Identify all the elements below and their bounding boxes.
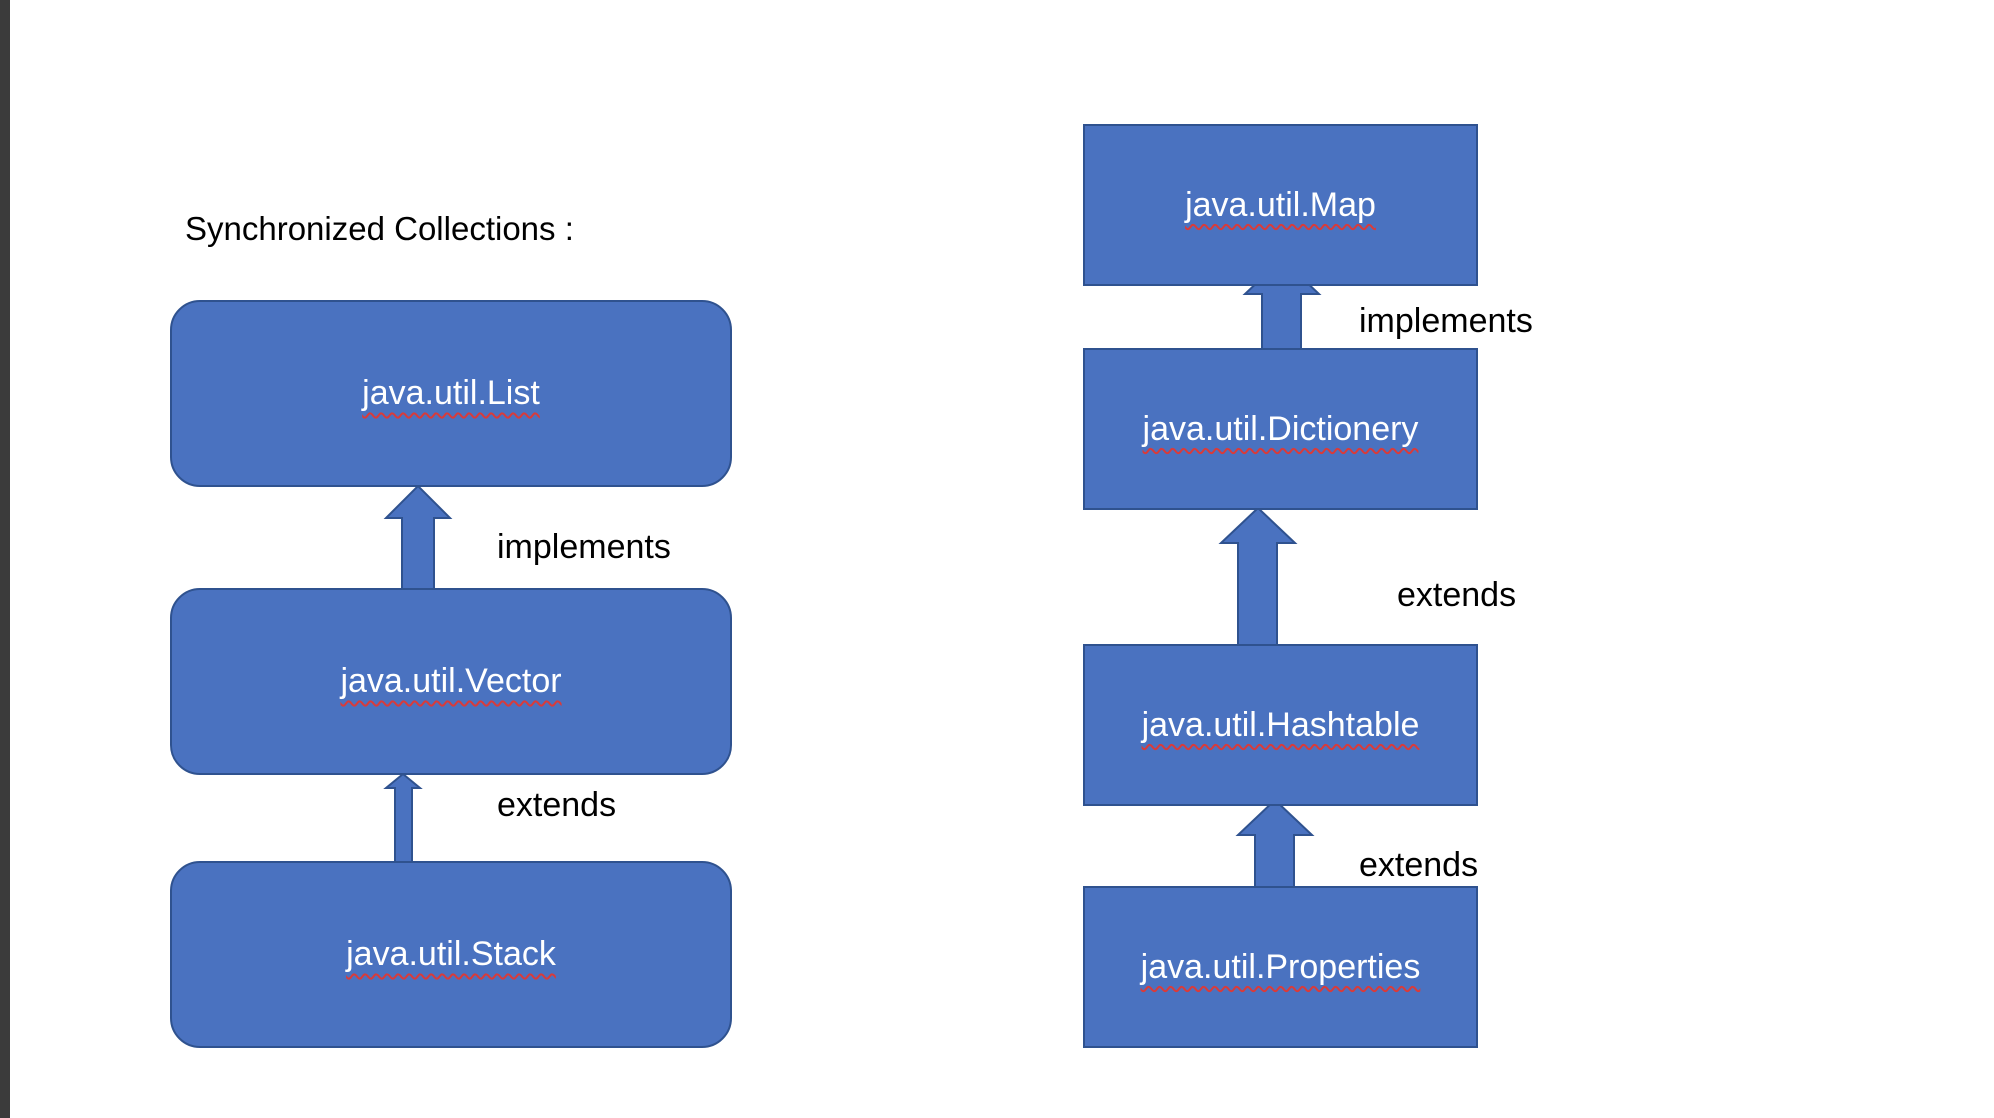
node-label: java.util.Dictionery	[1142, 409, 1419, 448]
arrow-stack-to-vector	[383, 772, 423, 863]
node-java-util-list: java.util.List	[170, 300, 732, 487]
node-java-util-map: java.util.Map	[1083, 124, 1478, 286]
node-java-util-hashtable: java.util.Hashtable	[1083, 644, 1478, 806]
relation-label-extends: extends	[1359, 846, 1479, 884]
node-label: java.util.Vector	[340, 662, 562, 700]
relation-label-extends: extends	[497, 786, 617, 824]
window-edge-bar	[0, 0, 10, 1118]
node-label: java.util.List	[362, 374, 540, 412]
relation-label-extends: extends	[1397, 576, 1517, 614]
arrow-vector-to-list	[383, 484, 453, 591]
relation-label-implements: implements	[1359, 302, 1533, 340]
node-label: java.util.Properties	[1140, 947, 1421, 986]
node-label: java.util.Map	[1185, 185, 1376, 224]
node-java-util-stack: java.util.Stack	[170, 861, 732, 1048]
diagram-title: Synchronized Collections :	[185, 210, 574, 247]
node-java-util-properties: java.util.Properties	[1083, 886, 1478, 1048]
arrow-hashtable-to-dictionery	[1218, 506, 1298, 647]
node-java-util-vector: java.util.Vector	[170, 588, 732, 775]
relation-label-implements: implements	[497, 528, 671, 566]
node-label: java.util.Stack	[346, 935, 556, 973]
node-label: java.util.Hashtable	[1141, 705, 1420, 744]
node-java-util-dictionery: java.util.Dictionery	[1083, 348, 1478, 510]
